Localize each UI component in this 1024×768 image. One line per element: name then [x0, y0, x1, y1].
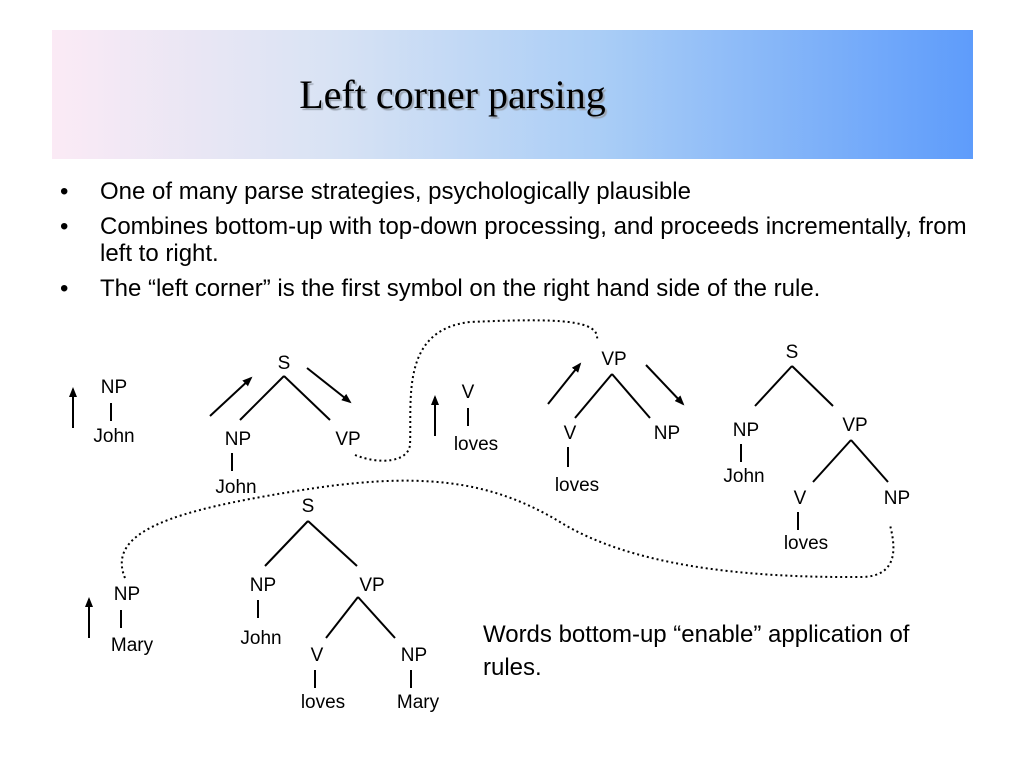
tree-step-6: NP Mary [85, 584, 154, 656]
node-v: V [462, 382, 475, 403]
node-s: S [786, 342, 799, 363]
tree-edge [812, 439, 852, 483]
word-loves: loves [784, 533, 828, 554]
top-down-arrow [306, 367, 352, 404]
node-vp: VP [335, 429, 360, 450]
tree-edge [264, 520, 309, 567]
tree-edge [239, 375, 285, 421]
tree-edge [307, 520, 358, 567]
bottom-up-arrow [547, 362, 582, 405]
word-loves: loves [301, 692, 345, 713]
tree-step-2: S NP VP John [209, 353, 361, 498]
word-john: John [240, 628, 281, 649]
tree-edge [791, 365, 834, 407]
bullet-dot: • [60, 178, 69, 205]
bullet-item: • Combines bottom-up with top-down proces… [60, 213, 1000, 267]
bullet-list: • One of many parse strategies, psycholog… [60, 178, 1000, 310]
node-v: V [794, 488, 807, 509]
tree-step-7: S NP VP John V NP loves Mary [240, 496, 439, 713]
tree-edge [357, 596, 396, 639]
note-text: Words bottom-up “enable” application of … [483, 621, 910, 681]
bullet-text: One of many parse strategies, psychologi… [100, 178, 691, 205]
bullet-item: • One of many parse strategies, psycholog… [60, 178, 1000, 205]
tree-edge [283, 375, 331, 421]
title-band: Left corner parsing [52, 30, 973, 159]
node-vp: VP [359, 575, 384, 596]
tree-edge [850, 439, 889, 483]
node-vp: VP [842, 415, 867, 436]
node-np: NP [654, 423, 680, 444]
word-loves: loves [555, 475, 599, 496]
node-np: NP [114, 584, 140, 605]
word-john: John [93, 426, 134, 447]
node-s: S [278, 353, 291, 374]
bullet-text: Combines bottom-up with top-down process… [100, 213, 967, 267]
bullet-text: The “left corner” is the first symbol on… [100, 275, 821, 302]
bullet-dot: • [60, 213, 69, 240]
node-np: NP [101, 377, 127, 398]
node-vp: VP [601, 349, 626, 370]
word-john: John [215, 477, 256, 498]
tree-edge [574, 373, 613, 419]
tree-step-5: S NP VP John V NP loves [723, 342, 910, 554]
tree-step-1: NP John [69, 377, 135, 447]
word-loves: loves [454, 434, 498, 455]
bullet-dot: • [60, 275, 69, 302]
bullet-item: • The “left corner” is the first symbol o… [60, 275, 1000, 302]
tree-edge [325, 596, 359, 639]
node-np: NP [250, 575, 276, 596]
node-np: NP [401, 645, 427, 666]
top-down-arrow [645, 364, 685, 406]
node-s: S [302, 496, 315, 517]
node-np: NP [733, 420, 759, 441]
node-np: NP [225, 429, 251, 450]
node-np: NP [884, 488, 910, 509]
dotted-connector-1 [354, 319, 599, 462]
word-mary: Mary [111, 635, 154, 656]
node-v: V [311, 645, 324, 666]
tree-edge [754, 365, 793, 407]
node-v: V [564, 423, 577, 444]
tree-step-3: V loves [431, 382, 498, 455]
word-john: John [723, 466, 764, 487]
slide-title: Left corner parsing [299, 72, 606, 117]
tree-edge [611, 373, 651, 419]
tree-step-4: VP V NP loves [547, 349, 685, 496]
word-mary: Mary [397, 692, 440, 713]
bottom-up-arrow [209, 376, 253, 417]
dotted-connector-2 [120, 479, 895, 579]
